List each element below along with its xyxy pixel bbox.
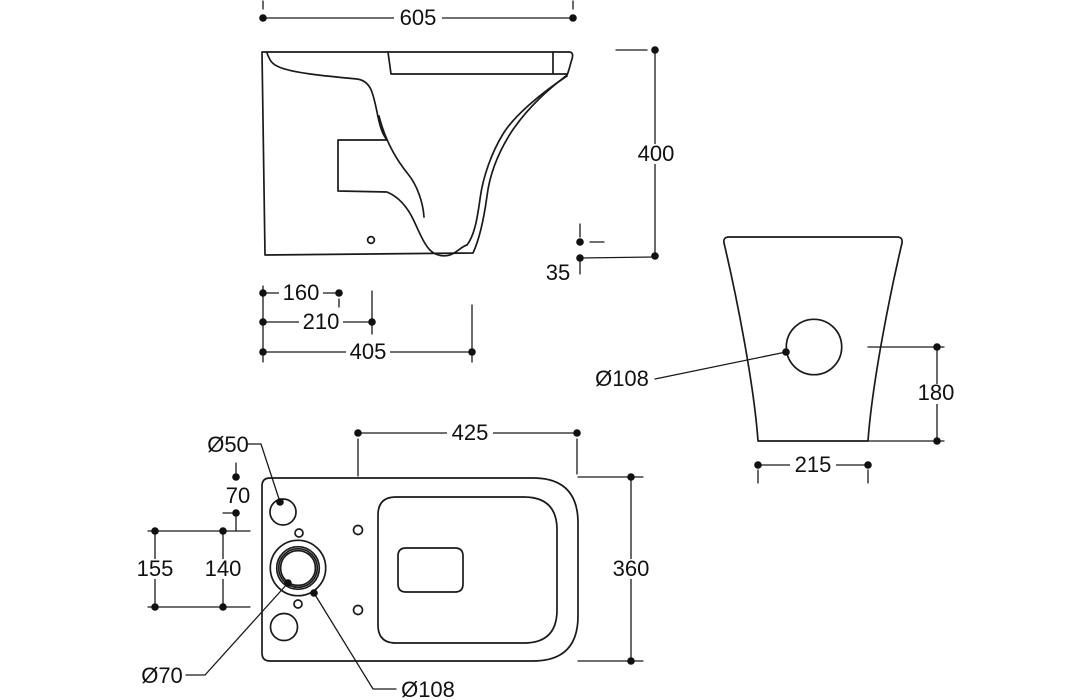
dim-70	[222, 462, 240, 532]
dim-360-label: 360	[613, 556, 650, 581]
dim-155-label: 155	[137, 556, 174, 581]
dim-605-label: 605	[400, 5, 437, 30]
plan-view-hole-50-bottom	[269, 612, 299, 642]
side-view-outline	[261, 51, 574, 256]
dimension-lines	[147, 0, 945, 690]
dim-35-label: 35	[546, 260, 570, 285]
text-masks	[132, 8, 959, 579]
dim-70-label: 70	[226, 483, 250, 508]
dim-215-label: 215	[795, 452, 832, 477]
rear-view	[723, 236, 903, 442]
dim-160-label: 160	[283, 280, 320, 305]
leader-rear-108	[654, 348, 790, 380]
plan-view-pin-hole-1	[294, 528, 304, 538]
side-view	[261, 51, 574, 257]
dim-210-label: 210	[303, 309, 340, 334]
dim-35	[576, 223, 656, 275]
side-view-fixing-hole	[366, 235, 376, 245]
rear-hole-label: Ø108	[595, 366, 649, 391]
dimension-labels: 605 400 35 160 210 405 Ø108 180 215 425 …	[137, 5, 955, 700]
side-view-bowl-interior	[266, 52, 425, 218]
dim-180-label: 180	[918, 380, 955, 405]
hole-50-label: Ø50	[207, 432, 249, 457]
dim-155-140	[147, 527, 251, 611]
dim-180	[867, 343, 945, 445]
plan-view	[261, 477, 579, 662]
dim-425-label: 425	[452, 420, 489, 445]
plan-view-outline	[261, 477, 579, 662]
side-view-trapway	[337, 75, 568, 257]
hole-70-label: Ø70	[141, 663, 183, 688]
dim-140-label: 140	[205, 556, 242, 581]
leader-70	[185, 579, 292, 676]
leader-plan-108	[310, 589, 397, 690]
plan-view-sump	[397, 547, 464, 593]
dim-210	[259, 290, 376, 335]
plan-view-seat-hole-1	[352, 524, 364, 536]
plan-view-seat-hole-2	[352, 604, 364, 616]
plan-view-flush-hole-rings	[269, 539, 327, 597]
side-view-seat-lines	[387, 51, 568, 75]
dim-405-label: 405	[350, 339, 387, 364]
leader-50	[247, 443, 284, 506]
dim-400-label: 400	[638, 141, 675, 166]
rear-view-outlet-hole	[785, 318, 843, 376]
plan-hole-108-label: Ø108	[401, 677, 455, 700]
dim-405	[259, 304, 476, 363]
plan-view-hole-50-top	[269, 498, 297, 526]
plan-view-bowl-rim	[377, 496, 558, 644]
plan-view-pin-hole-2	[293, 599, 303, 609]
rear-view-outline	[723, 236, 903, 442]
